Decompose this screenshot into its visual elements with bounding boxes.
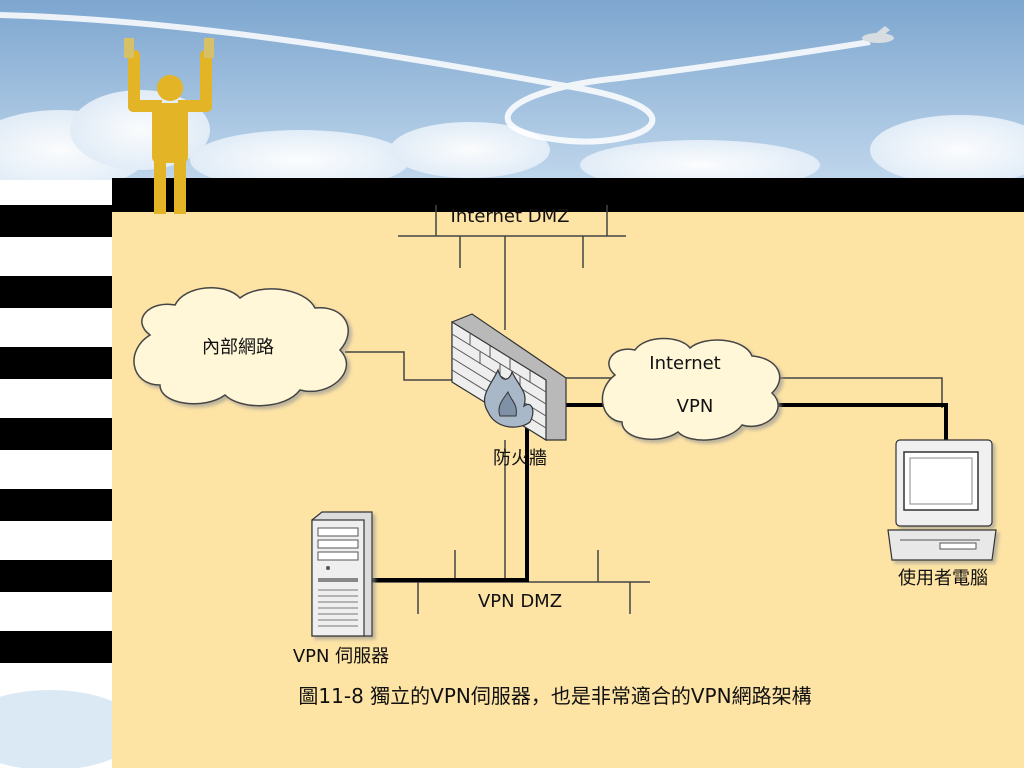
- contrail: [0, 12, 871, 145]
- internet-dmz-bus: [398, 205, 626, 330]
- vpn-dmz-label: VPN DMZ: [477, 591, 563, 612]
- user-computer-label: 使用者電腦: [898, 568, 988, 589]
- internal-network-cloud: [133, 287, 349, 407]
- figure-caption: 圖11-8 獨立的VPN伺服器，也是非常適合的VPN網路架構: [298, 684, 812, 708]
- internal-network-label: 內部網路: [202, 337, 274, 358]
- firewall-icon: [451, 313, 567, 442]
- left-stripes: [0, 180, 140, 768]
- server-icon: [311, 511, 373, 637]
- internet-label: Internet: [649, 353, 721, 374]
- internet-cloud: [601, 337, 781, 441]
- firewall-label: 防火牆: [493, 448, 547, 469]
- vpn-server-label: VPN 伺服器: [292, 646, 390, 667]
- signalman-figure: [124, 38, 214, 214]
- vpn-label: VPN: [676, 396, 714, 417]
- airplane: [862, 26, 894, 43]
- user-computer-icon: [887, 439, 997, 561]
- top-band: [112, 178, 1024, 212]
- internet-dmz-label: Internet DMZ: [450, 206, 570, 227]
